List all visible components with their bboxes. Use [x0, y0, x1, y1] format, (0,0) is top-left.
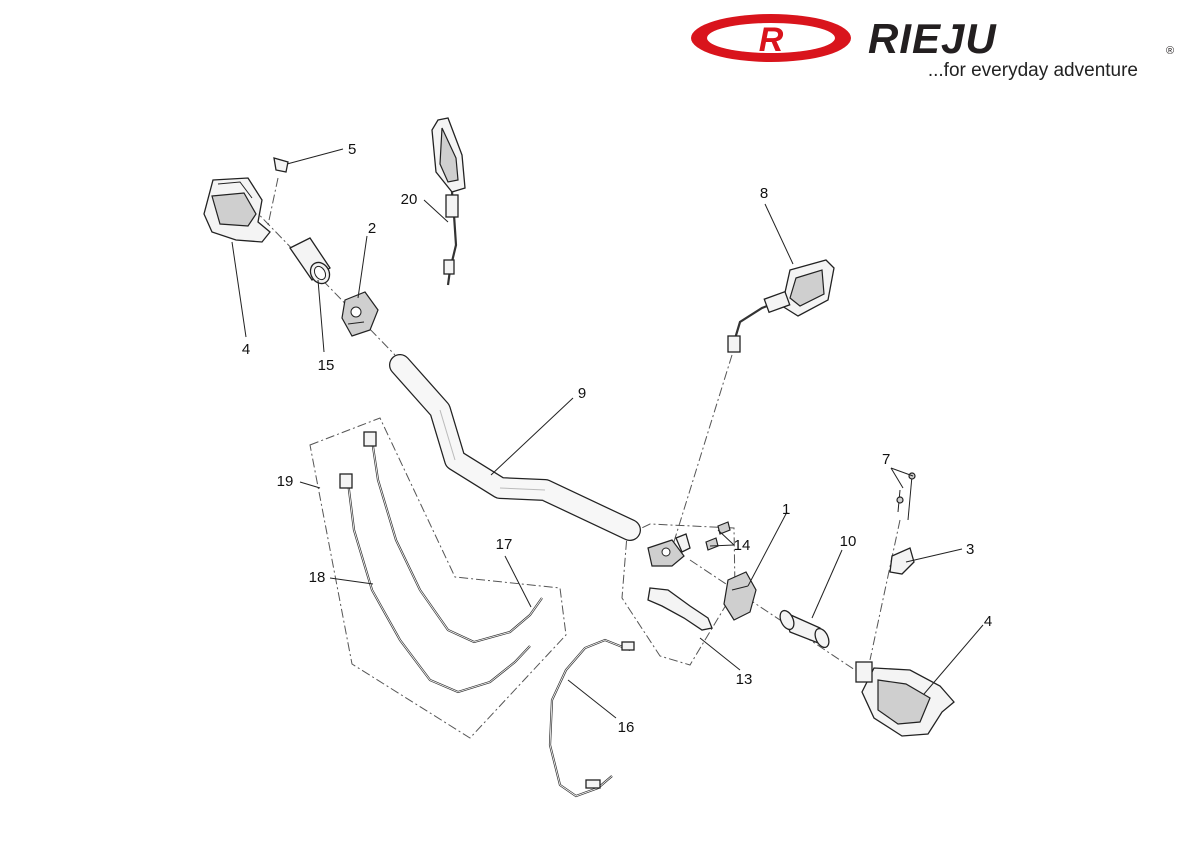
guard-bracket: [889, 547, 915, 575]
callout-1: 1: [782, 501, 790, 518]
clutch-lever: [647, 587, 713, 631]
brand-wordmark: RIEJU: [868, 15, 997, 62]
cable-group-outline: [309, 417, 567, 739]
callout-3: 3: [966, 541, 974, 558]
callout-labels: 1 2 3 4 4 5 7 8 9 10 13 14 15 16 17 18 1…: [242, 141, 992, 736]
left-grip: [289, 237, 331, 285]
callout-4-left: 4: [242, 341, 250, 358]
lever-group-outline: [621, 523, 736, 666]
callout-4-right: 4: [984, 613, 992, 630]
callout-18: 18: [309, 569, 326, 586]
bracket-bolts: [896, 472, 916, 521]
callout-20: 20: [401, 191, 418, 208]
callout-9: 9: [578, 385, 586, 402]
callout-8: 8: [760, 185, 768, 202]
callout-7: 7: [882, 451, 890, 468]
brand-logo: R RIEJU ® ...for everyday adventure: [691, 14, 1174, 81]
callout-14: 14: [734, 537, 751, 554]
callout-16: 16: [618, 719, 635, 736]
callout-10: 10: [840, 533, 857, 550]
throttle-cable-b: [339, 473, 531, 694]
left-clip: [273, 157, 289, 173]
callout-15: 15: [318, 357, 335, 374]
callout-13: 13: [736, 671, 753, 688]
brand-tagline: ...for everyday adventure: [928, 60, 1138, 81]
leader-lines: [231, 148, 984, 719]
lever-perch: [647, 533, 691, 567]
registered-mark: ®: [1166, 45, 1174, 57]
brand-emblem: R: [691, 14, 851, 62]
right-grip: [779, 609, 830, 649]
callout-17: 17: [496, 536, 513, 553]
throttle-cable-a: [363, 431, 543, 644]
brand-emblem-letter: R: [759, 21, 784, 59]
right-switch: [723, 571, 757, 621]
callout-2: 2: [368, 220, 376, 237]
right-hand-guard: [855, 661, 955, 737]
clutch-cable: [548, 638, 635, 798]
left-mirror: [431, 117, 466, 286]
callout-19: 19: [277, 473, 294, 490]
left-switch: [341, 291, 379, 337]
right-mirror: [727, 259, 835, 353]
handlebar: [389, 354, 641, 541]
assembly-axis-lines: [239, 177, 901, 681]
callout-5: 5: [348, 141, 356, 158]
left-hand-guard: [203, 177, 271, 243]
